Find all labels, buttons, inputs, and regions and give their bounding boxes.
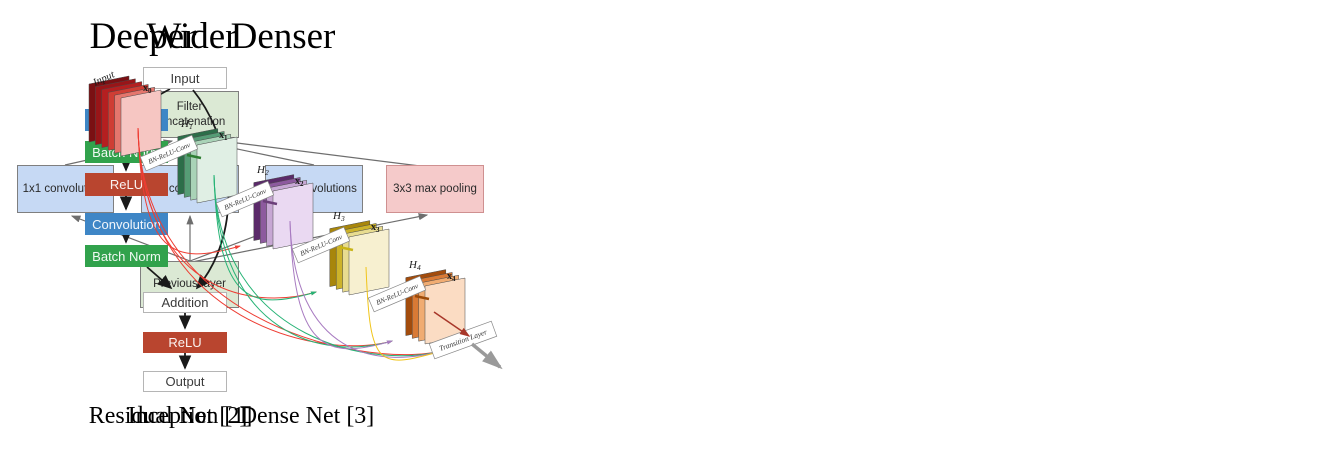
- dense-stack-x2-purple: [253, 174, 314, 250]
- dense-stack-x3-yellow: [329, 220, 390, 296]
- panel-title-deeper: Deeper: [89, 16, 197, 57]
- transition-output-arrow: [470, 342, 503, 370]
- layer-sheet: [272, 182, 314, 250]
- layer-sheet: [266, 179, 307, 247]
- layer-sheet: [418, 274, 459, 342]
- dense-arcs-from-input-x0-red: [137, 127, 446, 356]
- box-output: Output: [143, 371, 227, 392]
- layer-sheet: [107, 84, 149, 151]
- h-label-1: H1: [180, 118, 193, 131]
- layer-sheet: [183, 131, 225, 198]
- box-input: Input: [143, 67, 227, 89]
- bn-relu-conv-label: BN-ReLU-Conv: [147, 141, 192, 166]
- bn-relu-conv-box-2: BN-ReLU-Conv: [215, 180, 275, 218]
- bn-connector-bar: [414, 294, 430, 301]
- layer-sheet: [190, 133, 231, 201]
- bn-relu-conv-box-1: BN-ReLU-Conv: [139, 134, 199, 172]
- caption-residual: Residual Net [2]: [88, 403, 248, 429]
- h-label-2: H2: [256, 164, 269, 177]
- bn-relu-conv-label: BN-ReLU-Conv: [375, 282, 420, 307]
- layer-sheet: [101, 81, 143, 148]
- layer-sheet: [253, 174, 295, 241]
- bn-relu-conv-box-3: BN-ReLU-Conv: [291, 226, 351, 264]
- layer-sheet: [95, 78, 136, 146]
- layer-sheet: [88, 75, 130, 143]
- caption-inception: Inception [1]: [127, 403, 253, 429]
- dense-arc: [137, 127, 241, 255]
- bn-connector-bar: [262, 199, 278, 206]
- dense-arc: [213, 174, 393, 348]
- layer-sheet: [424, 277, 466, 345]
- layer-sheet: [259, 177, 301, 244]
- x-label-2: x2: [295, 176, 304, 188]
- layer-sheet: [329, 220, 371, 287]
- dense-arcs-from-x1-green: [213, 174, 446, 357]
- dense-arc: [137, 127, 317, 299]
- arrow-x4-to-transition: [433, 311, 471, 337]
- h-label-3: H3: [332, 210, 345, 223]
- bn-relu-conv-label: BN-ReLU-Conv: [299, 233, 344, 258]
- layer-sheet: [114, 86, 155, 154]
- dense-arc: [213, 174, 446, 357]
- bn-connector-bar: [186, 153, 202, 160]
- dense-stack-x4-orange: [405, 269, 466, 345]
- layer-sheet: [342, 225, 383, 293]
- dense-arc: [213, 174, 317, 301]
- dense-arcs-from-x3-yellow: [365, 266, 446, 361]
- x-label-4: x4: [447, 271, 456, 283]
- dense-arc: [137, 127, 446, 356]
- layer-sheet: [348, 228, 390, 296]
- dense-stack-x1-green: [177, 128, 238, 204]
- transition-layer-box: Transition Layer: [428, 320, 498, 360]
- layer-sheet: [120, 89, 162, 157]
- layer-sheet: [411, 272, 453, 339]
- dense-arc: [137, 127, 393, 347]
- dense-arcs-from-x2-purple: [289, 220, 446, 358]
- layer-sheet: [335, 223, 377, 290]
- input-label: Input: [91, 69, 118, 89]
- layer-sheet: [196, 136, 238, 204]
- bn-relu-conv-label: BN-ReLU-Conv: [223, 187, 268, 212]
- dense-arc: [289, 220, 393, 350]
- panel-title-wider: Wider: [146, 16, 238, 57]
- bn-connector-bar: [338, 245, 354, 252]
- bn-relu-conv-box-4: BN-ReLU-Conv: [367, 275, 427, 313]
- dense-arc: [289, 220, 446, 358]
- panel-title-denser: Denser: [230, 16, 336, 57]
- x-label-1: x1: [219, 130, 228, 142]
- transition-layer-label: Transition Layer: [438, 327, 488, 353]
- caption-densenet: Dense Net [3]: [239, 403, 375, 429]
- dense-arc: [365, 266, 446, 361]
- h-label-4: H4: [408, 259, 421, 272]
- x-label-0: x0: [143, 83, 152, 95]
- x-label-3: x3: [371, 222, 380, 234]
- layer-sheet: [405, 269, 447, 336]
- dense-stack-input-x0-red: [88, 75, 162, 157]
- layer-sheet: [177, 128, 219, 195]
